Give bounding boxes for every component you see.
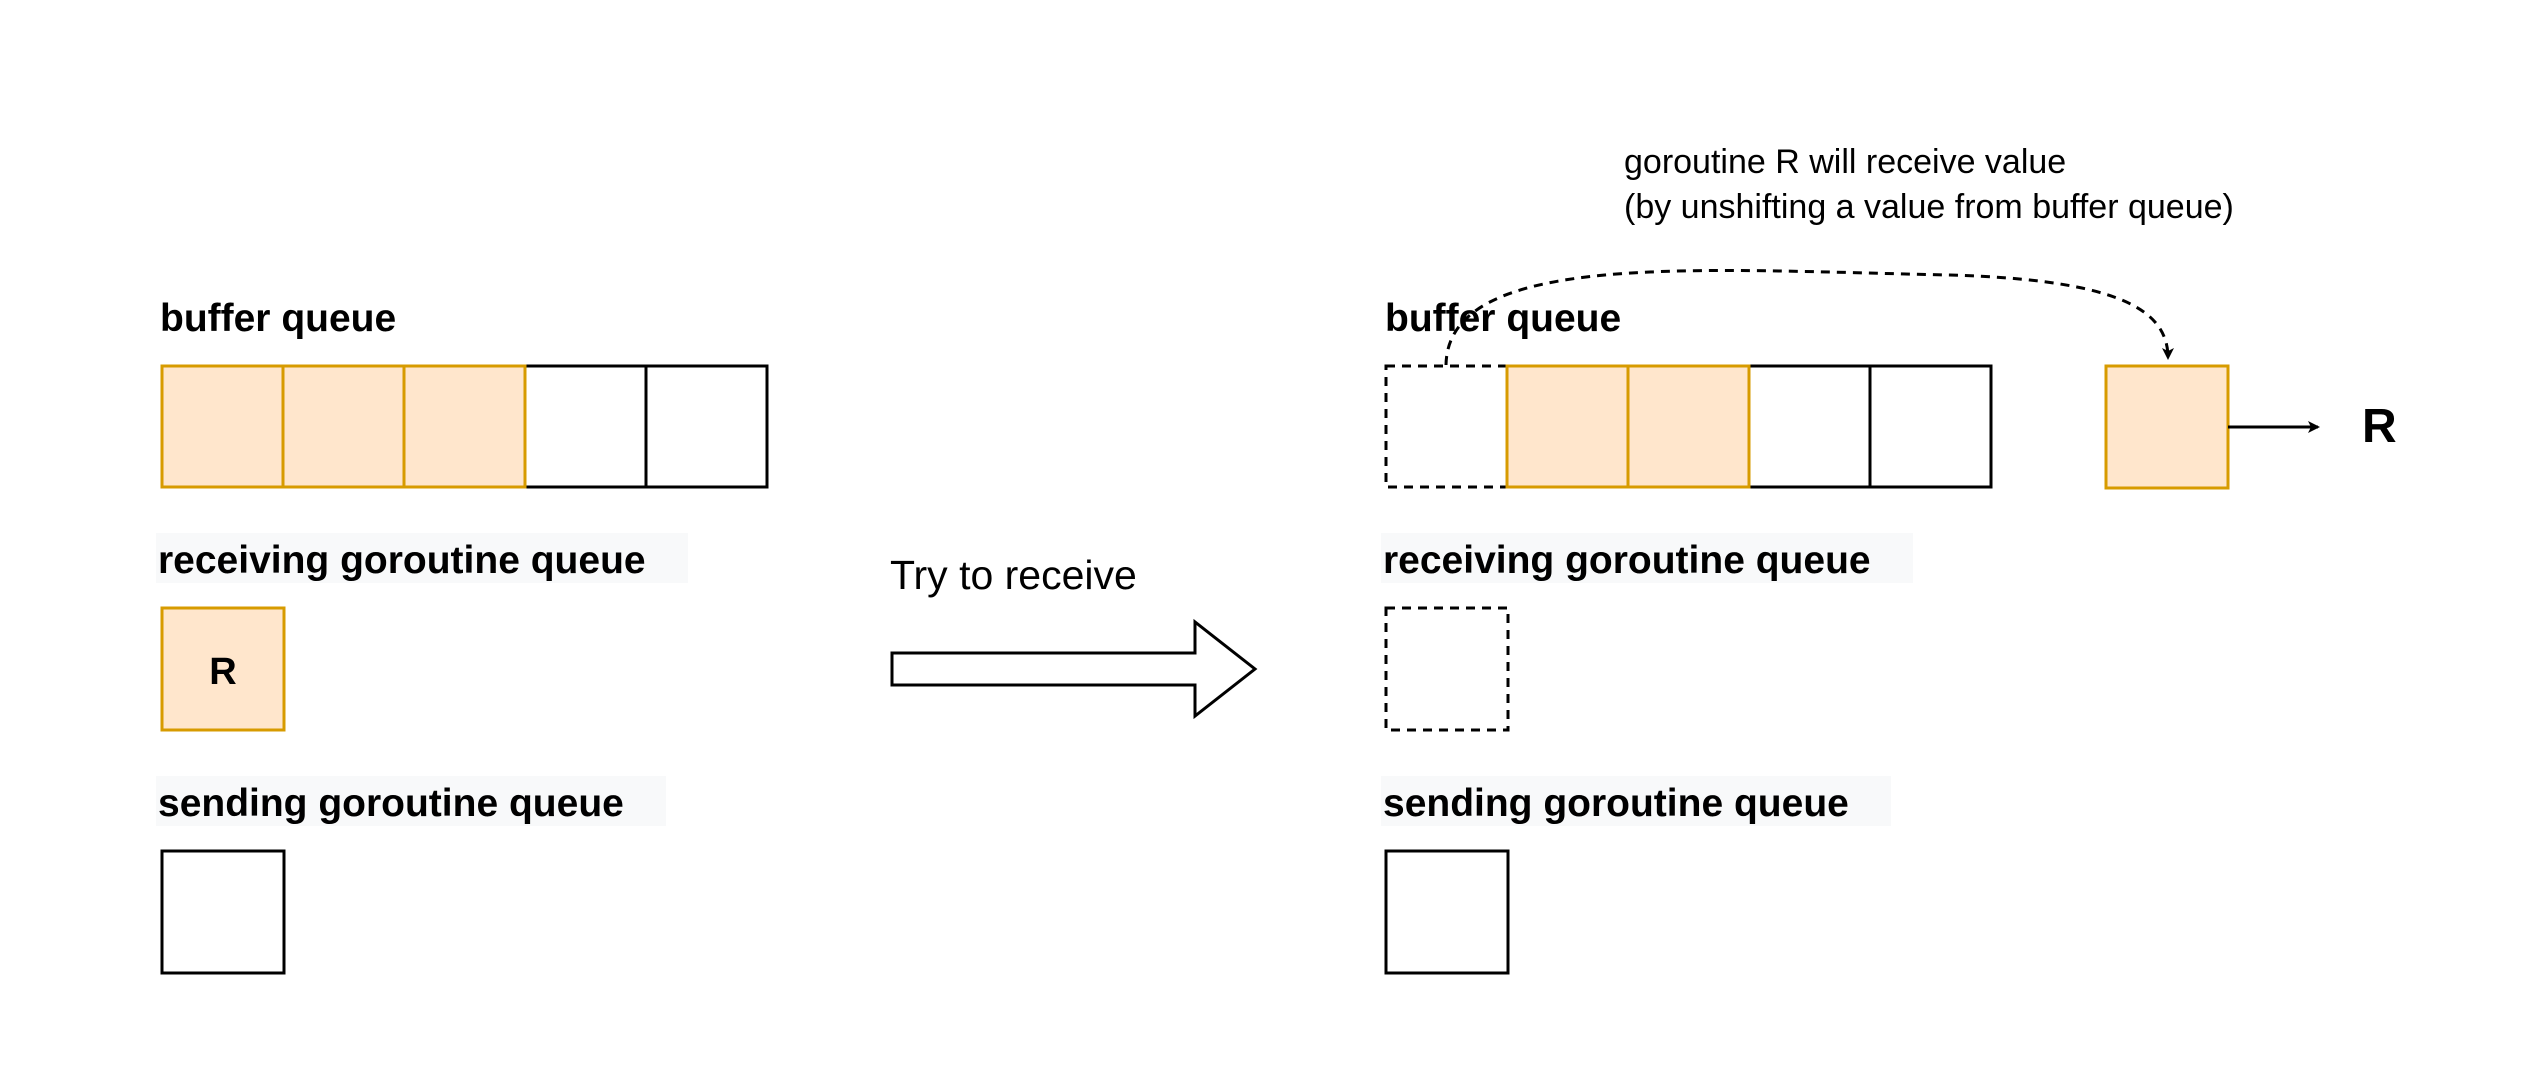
after-sending-goroutine-cell bbox=[1384, 849, 1510, 975]
before-buffer-queue bbox=[160, 364, 769, 489]
before-buffer-cell-1-filled bbox=[160, 364, 285, 489]
after-buffer-queue bbox=[1384, 364, 1993, 489]
try-to-receive-label: Try to receive bbox=[890, 552, 1137, 598]
before-receiving-goroutine-r: R bbox=[209, 651, 236, 693]
receiver-goroutine-r: R bbox=[2362, 400, 2397, 453]
after-buffer-cell-2-filled bbox=[1505, 364, 1630, 489]
before-buffer-cell-3-outline bbox=[402, 364, 527, 489]
before-state: buffer queue receiving goroutine queue R… bbox=[156, 297, 769, 975]
before-buffer-cell-3-filled bbox=[402, 364, 527, 489]
note-line-2: (by unshifting a value from buffer queue… bbox=[1624, 188, 2234, 226]
after-receiving-queue-label: receiving goroutine queue bbox=[1383, 539, 1871, 582]
after-sending-label-bg bbox=[1381, 776, 1891, 826]
after-receiving-goroutine-cell bbox=[1384, 606, 1510, 732]
after-buffer-cell-3-outline bbox=[1626, 364, 1751, 489]
unshift-arrow bbox=[1444, 269, 2174, 366]
before-buffer-queue-label: buffer queue bbox=[160, 297, 396, 340]
before-sending-queue-label: sending goroutine queue bbox=[158, 782, 624, 825]
note-line-1: goroutine R will receive value bbox=[1624, 143, 2066, 181]
before-sending-goroutine-cell bbox=[160, 849, 286, 975]
after-receiving-label-bg bbox=[1381, 533, 1913, 583]
after-sending-queue-label: sending goroutine queue bbox=[1383, 782, 1849, 825]
before-sending-label-bg bbox=[156, 776, 666, 826]
transition: Try to receive bbox=[890, 552, 1258, 720]
after-buffer-cell-1-dashed bbox=[1384, 364, 1509, 489]
after-buffer-queue-label: buffer queue bbox=[1385, 297, 1621, 340]
after-state: goroutine R will receive value (by unshi… bbox=[1381, 143, 2397, 975]
before-receiving-goroutine-cell bbox=[160, 606, 286, 732]
after-buffer-cell-3-filled bbox=[1626, 364, 1751, 489]
before-buffer-cell-2-filled bbox=[281, 364, 406, 489]
received-value-cell bbox=[2104, 364, 2230, 490]
after-buffer-cell-5-empty bbox=[1868, 364, 1993, 489]
before-receiving-queue-label: receiving goroutine queue bbox=[158, 539, 646, 582]
before-buffer-cell-4-empty bbox=[523, 364, 648, 489]
transition-arrow bbox=[890, 618, 1258, 720]
before-receiving-label-bg bbox=[156, 533, 688, 583]
before-buffer-cell-5-empty bbox=[644, 364, 769, 489]
after-buffer-cell-4-empty bbox=[1747, 364, 1872, 489]
